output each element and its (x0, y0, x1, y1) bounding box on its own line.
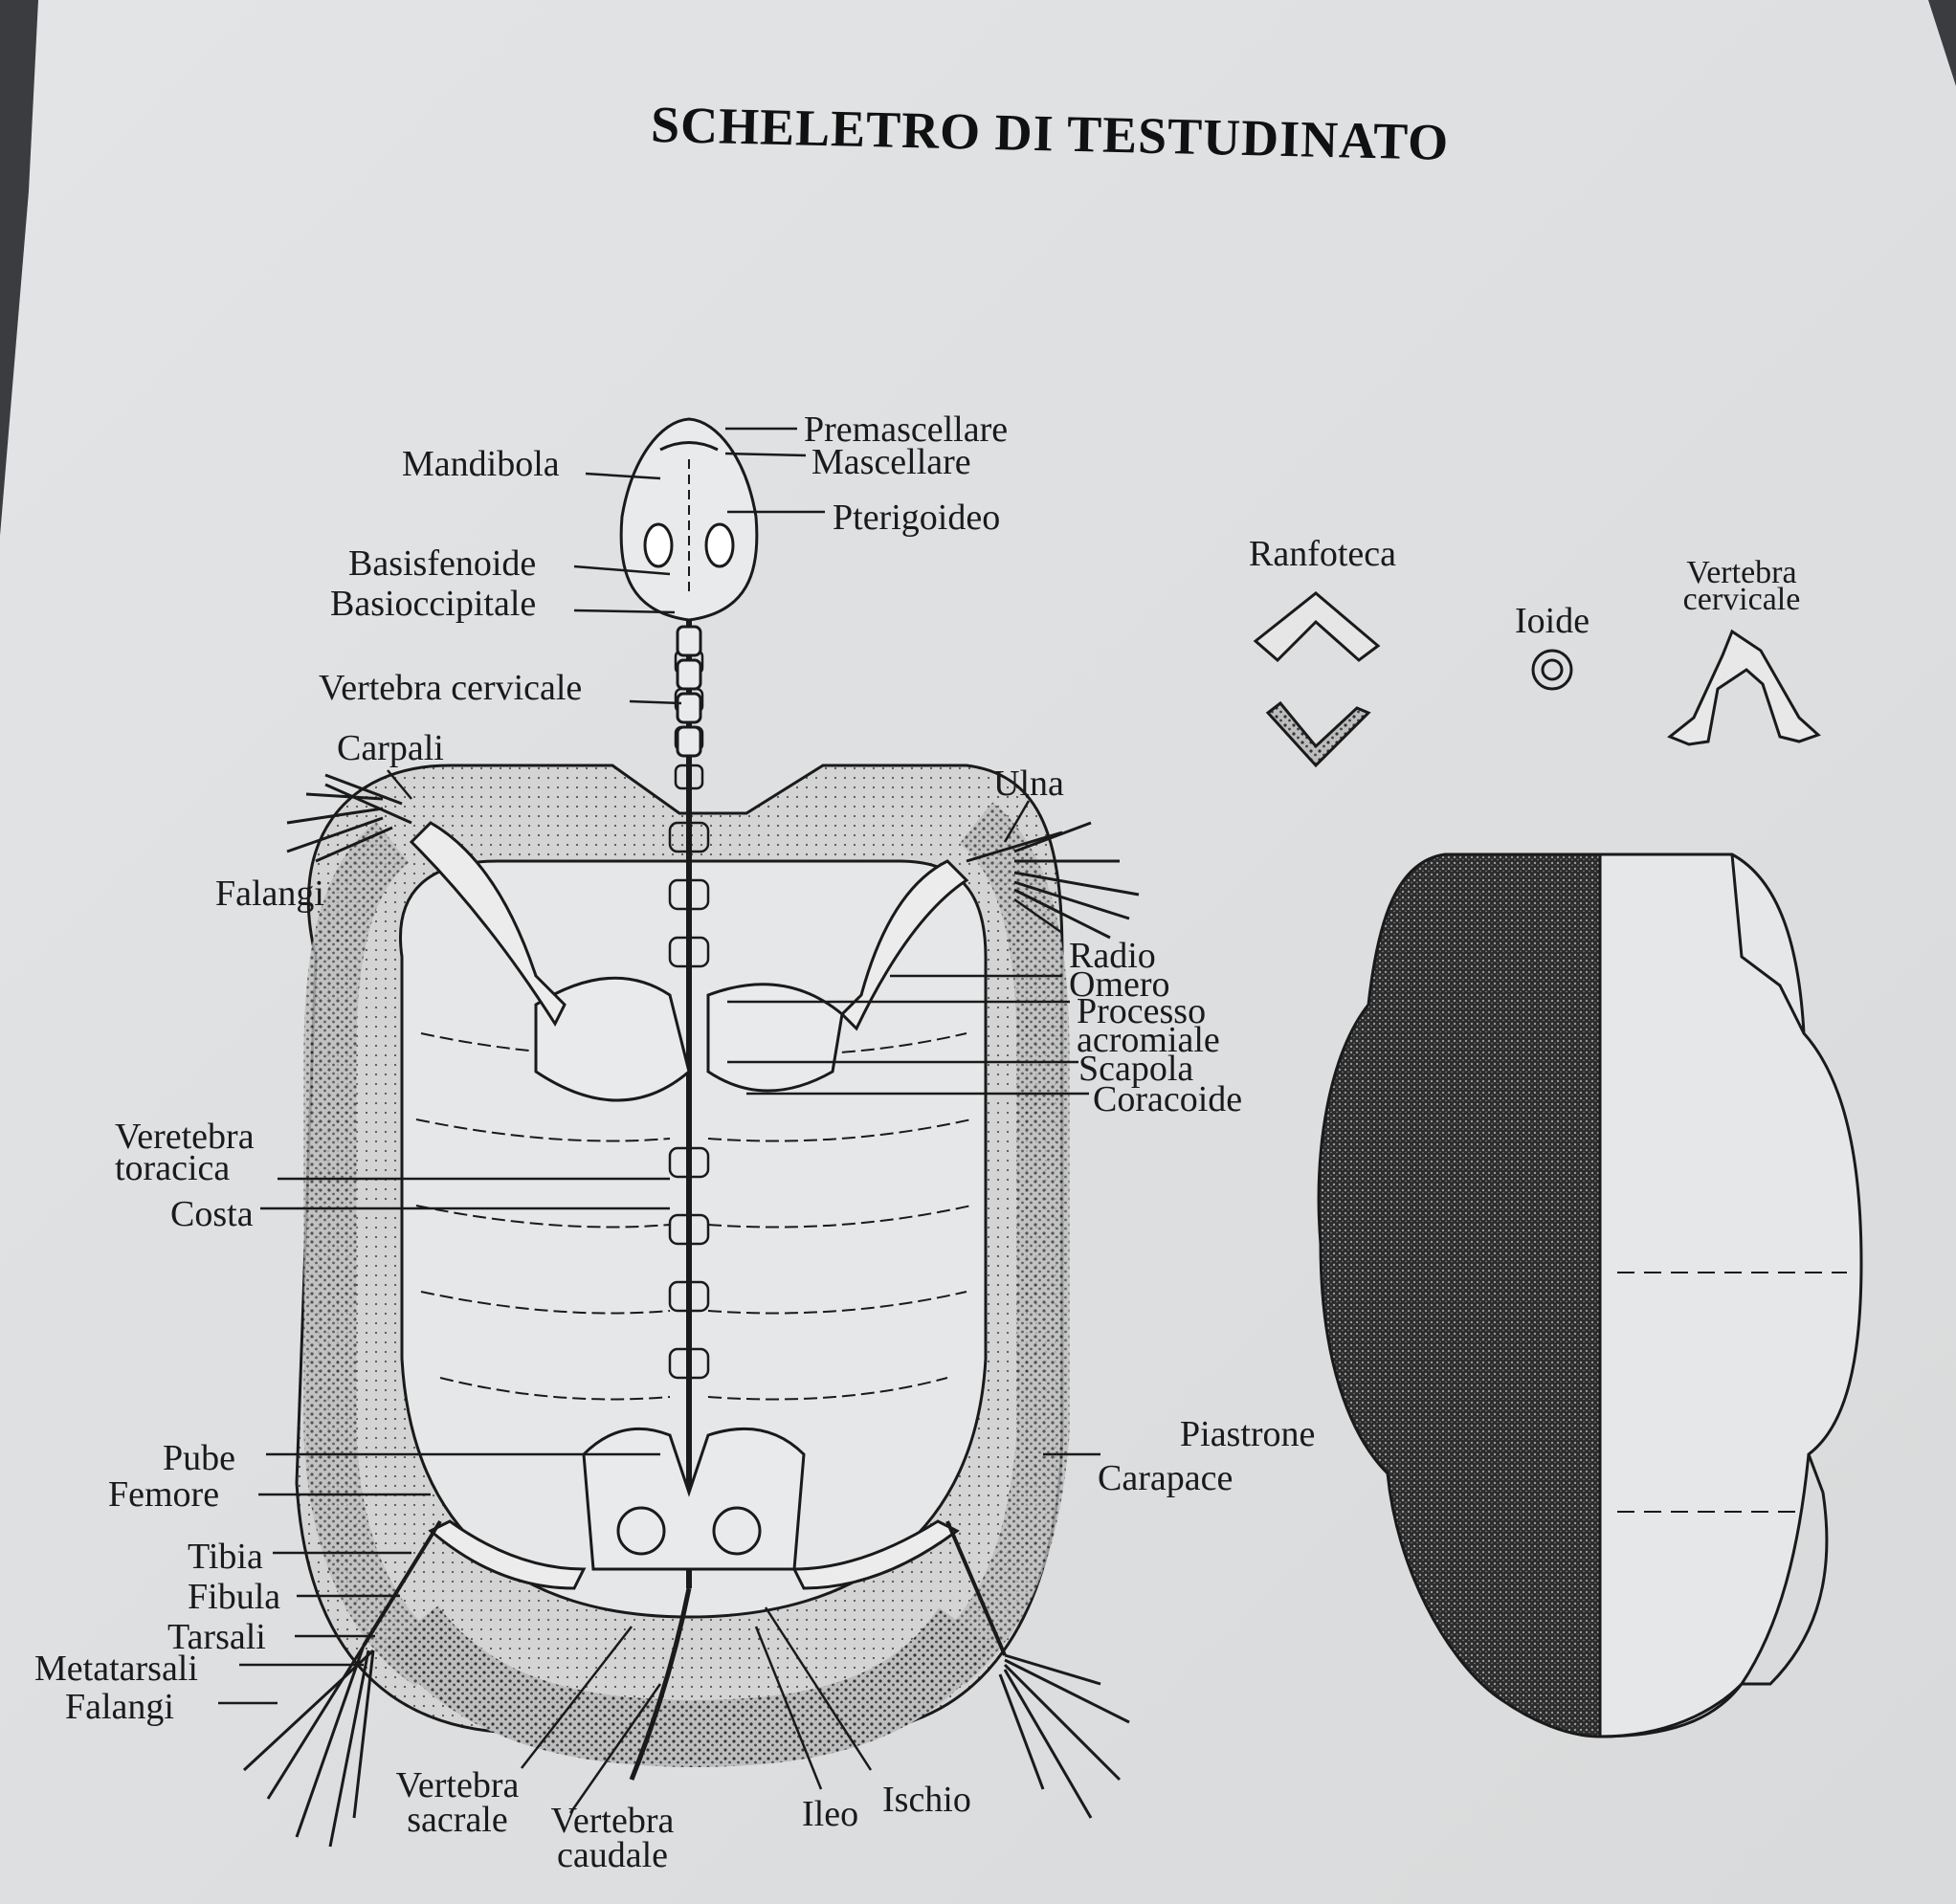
label-vertebra-sacrale-2: sacrale (407, 1800, 508, 1840)
label-metatarsali: Metatarsali (34, 1649, 198, 1689)
label-vertebra-caudale-1: Vertebra (550, 1801, 675, 1841)
label-toracica: toracica (115, 1148, 231, 1188)
front-claws-right (1013, 821, 1140, 940)
label-mandibola: Mandibola (402, 444, 560, 484)
label-omero: Omero (1069, 964, 1170, 1005)
label-carapace: Carapace (1098, 1458, 1234, 1498)
label-acromiale: acromiale (1077, 1020, 1220, 1060)
leader-lines (218, 427, 1100, 1814)
hind-limbs (362, 1519, 1007, 1656)
posterior-band (385, 1605, 995, 1768)
label-vertebra-sacrale-1: Vertebra (395, 1765, 520, 1805)
label-vertebra-cervicale: Vertebra cervicale (319, 668, 583, 708)
scapola-shape (534, 976, 691, 1102)
label-falangi-posteriori: Falangi (65, 1687, 174, 1727)
label-veretebra: Veretebra (115, 1117, 255, 1157)
label-basioccipitale: Basioccipitale (330, 584, 537, 624)
front-limbs (324, 783, 1063, 1031)
label-ulna: Ulna (993, 764, 1064, 804)
label-tibia: Tibia (188, 1537, 263, 1577)
label-vertebra-cerv-small-2: cervicale (1682, 582, 1801, 617)
label-coracoide: Coracoide (1093, 1079, 1243, 1119)
plastron-view (1317, 852, 1863, 1738)
label-tarsali: Tarsali (167, 1617, 266, 1657)
tail (629, 1587, 692, 1781)
label-veretebra-toracica: Veretebra toracica (115, 1117, 255, 1188)
vertebra-cervicale-small-drawing (1667, 629, 1821, 746)
pelvis (582, 1427, 806, 1571)
label-premascellare: Premascellare (804, 410, 1009, 450)
label-vertebra-caudale-2: caudale (556, 1835, 669, 1875)
label-costa: Costa (170, 1194, 254, 1234)
label-basisfenoide: Basisfenoide (348, 543, 537, 584)
skull (619, 417, 759, 622)
label-vertebra-sacrale: Vertebra sacrale (381, 1765, 534, 1840)
label-processo-acromiale: Processo acromiale (1077, 991, 1220, 1060)
label-ileo: Ileo (802, 1794, 859, 1834)
label-vertebra-caudale: Vertebra caudale (536, 1801, 689, 1875)
hind-claws-right (998, 1653, 1130, 1819)
coracoide-shape (706, 983, 844, 1093)
label-ranfoteca: Ranfoteca (1249, 534, 1397, 574)
label-femore: Femore (108, 1474, 220, 1515)
neck (676, 625, 702, 758)
label-fibula: Fibula (188, 1577, 281, 1617)
label-vertebra-cerv-small-1: Vertebra (1686, 555, 1797, 590)
hind-claws-left (242, 1645, 375, 1848)
label-ioide: Ioide (1515, 601, 1590, 641)
label-pterigoideo: Pterigoideo (833, 498, 1001, 538)
label-processo: Processo (1077, 991, 1207, 1031)
marginal-right (930, 802, 1070, 1686)
ranfoteca-drawing (1253, 591, 1381, 768)
label-vertebra-cervicale-small: Vertebra cervicale (1665, 555, 1818, 617)
ioide-drawing (1531, 649, 1573, 691)
label-radio: Radio (1069, 936, 1156, 976)
label-piastrone: Piastrone (1180, 1414, 1316, 1454)
plastron-right-half (1598, 852, 1863, 1738)
label-ischio: Ischio (882, 1780, 971, 1820)
front-claws-left (286, 773, 403, 863)
label-pube: Pube (163, 1438, 235, 1478)
label-mascellare: Mascellare (811, 442, 971, 482)
label-carpali: Carpali (337, 728, 444, 768)
main-skeleton (295, 612, 1070, 1768)
vertebrae (668, 649, 710, 1380)
label-scapola: Scapola (1078, 1049, 1194, 1089)
label-falangi-anteriori: Falangi (215, 874, 324, 914)
plastron-left-half (1317, 852, 1602, 1738)
